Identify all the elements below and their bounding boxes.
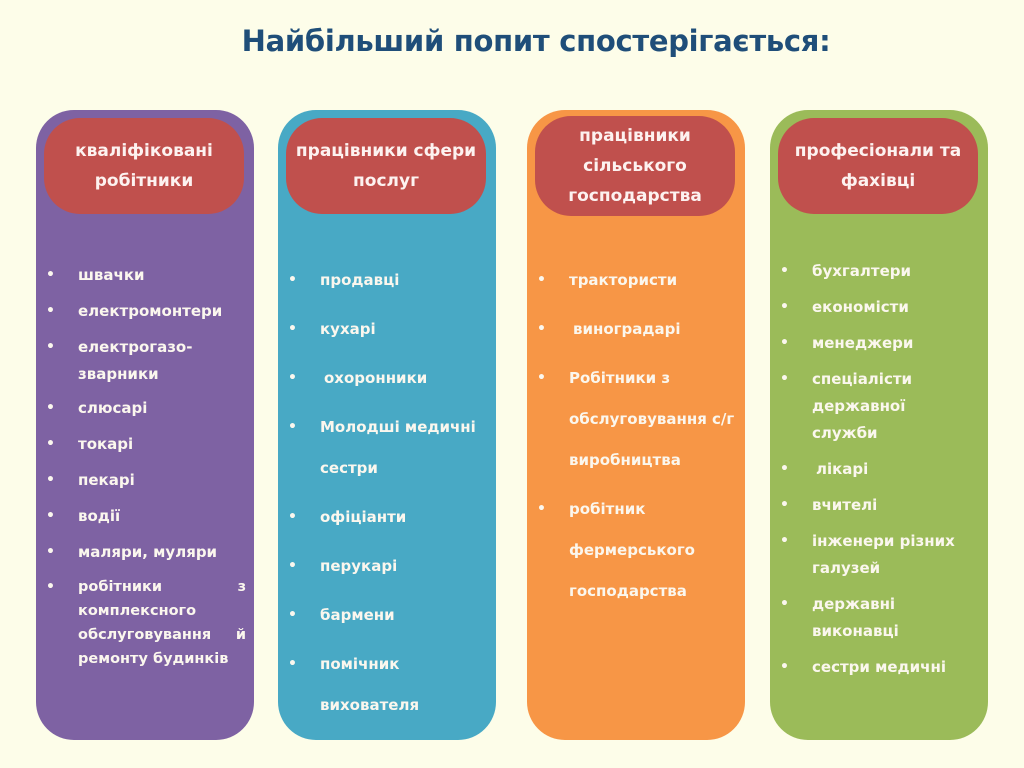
list-item: •державні виконавці [770, 591, 940, 645]
occupation-list: •швачки •електромонтери •електрогазо-зва… [36, 262, 254, 678]
bullet-icon: • [46, 339, 55, 355]
list-item: •бухгалтери [770, 258, 988, 285]
list-item: •перукарі [278, 546, 496, 587]
list-item: •лікарі [770, 456, 988, 483]
bullet-icon: • [537, 370, 546, 386]
list-item: •інженери різних галузей [770, 528, 988, 582]
column-skilled-workers: кваліфіковані робітники •швачки •електро… [36, 110, 254, 740]
list-item: •офіціанти [278, 497, 496, 538]
list-item: •робітники з комплексного обслуговування… [36, 575, 254, 671]
bullet-icon: • [46, 472, 55, 488]
bullet-icon: • [46, 544, 55, 560]
occupation-list: •бухгалтери •економісти •менеджери •спец… [770, 258, 988, 690]
occupation-list: •продавці •кухарі •охоронники •Молодші м… [278, 260, 496, 734]
list-item: •охоронники [278, 358, 496, 399]
bullet-icon: • [46, 303, 55, 319]
list-item: •електромонтери [36, 298, 254, 325]
list-item: •токарі [36, 431, 254, 458]
bullet-icon: • [46, 400, 55, 416]
column-service-workers: працівники сфери послуг •продавці •кухар… [278, 110, 496, 740]
list-item: •електрогазо-зварники [36, 334, 236, 388]
column-agriculture-workers: працівники сільського господарства •трак… [527, 110, 745, 740]
occupation-list: •трактористи •виноградарі •Робітники з о… [527, 260, 745, 620]
column-header: кваліфіковані робітники [44, 118, 244, 214]
bullet-icon: • [537, 501, 546, 517]
bullet-icon: • [46, 508, 55, 524]
bullet-icon: • [537, 272, 546, 288]
list-item: •вчителі [770, 492, 988, 519]
bullet-icon: • [780, 497, 789, 513]
bullet-icon: • [288, 558, 297, 574]
bullet-icon: • [780, 659, 789, 675]
column-header: професіонали та фахівці [778, 118, 978, 214]
bullet-icon: • [780, 371, 789, 387]
list-item: •водії [36, 503, 254, 530]
bullet-icon: • [288, 272, 297, 288]
column-header: працівники сільського господарства [535, 116, 735, 216]
bullet-icon: • [537, 321, 546, 337]
bullet-icon: • [780, 596, 789, 612]
list-item: •спеціалісти державної служби [770, 366, 940, 447]
list-item: •продавці [278, 260, 496, 301]
list-item: •слюсарі [36, 395, 254, 422]
bullet-icon: • [46, 267, 55, 283]
list-item: •бармени [278, 595, 496, 636]
list-item: •швачки [36, 262, 254, 289]
bullet-icon: • [780, 461, 789, 477]
bullet-icon: • [288, 321, 297, 337]
bullet-icon: • [288, 509, 297, 525]
bullet-icon: • [780, 263, 789, 279]
list-item: •економісти [770, 294, 988, 321]
bullet-icon: • [288, 419, 297, 435]
list-item: •робітник фермерського господарства [527, 489, 707, 612]
bullet-icon: • [288, 607, 297, 623]
list-item: •пекарі [36, 467, 254, 494]
bullet-icon: • [46, 436, 55, 452]
column-professionals: професіонали та фахівці •бухгалтери •еко… [770, 110, 988, 740]
list-item: •трактористи [527, 260, 745, 301]
bullet-icon: • [780, 335, 789, 351]
page-title: Найбільший попит спостерігається: [241, 24, 831, 58]
bullet-icon: • [288, 656, 297, 672]
bullet-icon: • [288, 370, 297, 386]
list-item: •сестри медичні [770, 654, 988, 681]
bullet-icon: • [780, 299, 789, 315]
list-item: •кухарі [278, 309, 496, 350]
list-item: •менеджери [770, 330, 988, 357]
list-item: •Робітники з обслуговування с/г виробниц… [527, 358, 745, 481]
bullet-icon: • [46, 579, 55, 595]
column-header: працівники сфери послуг [286, 118, 486, 214]
list-item: •Молодші медичні сестри [278, 407, 496, 489]
list-item: •помічник вихователя [278, 644, 478, 726]
list-item: •маляри, муляри [36, 539, 254, 566]
list-item: •виноградарі [527, 309, 745, 350]
bullet-icon: • [780, 533, 789, 549]
